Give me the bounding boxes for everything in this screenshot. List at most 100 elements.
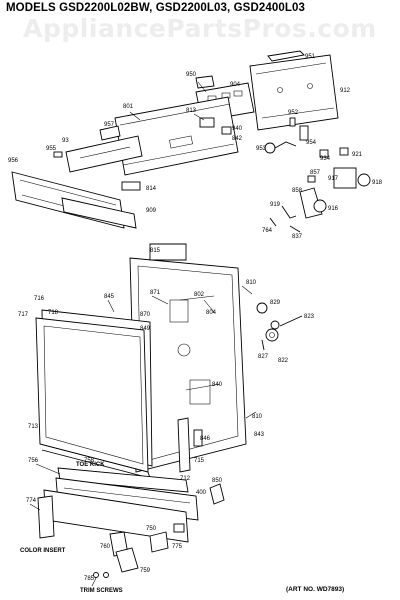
- label-764: 764: [262, 228, 273, 234]
- label-953: 953: [256, 146, 267, 152]
- rinse-aid: [189, 379, 211, 405]
- part-717-door-panel: [35, 317, 149, 473]
- label-934: 934: [320, 156, 331, 162]
- detail-circle: [277, 87, 283, 93]
- detail-circle: [307, 83, 313, 89]
- label-951: 951: [305, 54, 316, 60]
- label-917: 917: [328, 176, 339, 182]
- part-940-part: [221, 126, 232, 135]
- label-909: 909: [146, 208, 157, 214]
- watermark: AppliancePartsPros.com: [23, 14, 377, 43]
- leader-line: [107, 299, 115, 313]
- detail-line: [255, 62, 327, 75]
- dispenser: [169, 299, 189, 323]
- label-840: 840: [212, 382, 223, 388]
- part-846-part: [193, 429, 203, 447]
- part-953-knob: [264, 142, 276, 154]
- label-813: 813: [186, 108, 197, 114]
- detail-line: [19, 179, 117, 206]
- dispenser-cup: [177, 343, 191, 357]
- leader-line: [203, 299, 215, 313]
- label-801: 801: [123, 104, 134, 110]
- label-810a: 810: [246, 280, 257, 286]
- detail-line: [119, 103, 231, 126]
- part-957-part: [99, 125, 121, 141]
- label-918: 918: [372, 180, 383, 186]
- label-774: 774: [26, 498, 37, 504]
- art-number: (ART NO. WD7893): [286, 586, 345, 593]
- part-857-part: [307, 175, 316, 183]
- label-758: 758: [84, 458, 95, 464]
- part-955-part: [53, 151, 63, 158]
- label-952: 952: [288, 110, 299, 116]
- part-93-strip: [65, 135, 143, 173]
- part-756-bracket: [57, 467, 189, 493]
- label-760: 760: [100, 544, 111, 550]
- label-822: 822: [278, 358, 289, 364]
- gear-hub: [269, 332, 275, 338]
- label-400: 400: [196, 490, 207, 496]
- label-837: 837: [292, 234, 303, 240]
- part-759-part: [115, 547, 139, 573]
- label-940: 940: [232, 126, 243, 132]
- label-93: 93: [62, 138, 69, 144]
- chip: [233, 90, 243, 97]
- part-912-bracket: [249, 54, 339, 131]
- part-764-pin: [269, 217, 277, 227]
- label-823: 823: [304, 314, 315, 320]
- label-842: 842: [232, 136, 243, 142]
- label-919: 919: [270, 202, 281, 208]
- models-title: MODELS GSD2200L02BW, GSD2200L03, GSD2400…: [6, 2, 305, 14]
- part-785-screw: [103, 572, 109, 578]
- part-713-strip: [39, 443, 151, 479]
- leader-810b: [245, 411, 257, 419]
- label-810b: 810: [252, 414, 263, 420]
- leader-line: [193, 113, 205, 121]
- label-846: 846: [200, 436, 211, 442]
- label-718: 718: [48, 310, 59, 316]
- part-712-strip: [177, 417, 191, 473]
- caption-color-insert: COLOR INSERT: [20, 548, 66, 554]
- label-759: 759: [140, 568, 151, 574]
- label-912: 912: [340, 88, 351, 94]
- part-950-clip: [195, 75, 215, 89]
- label-717: 717: [18, 312, 29, 318]
- part-827-pin: [261, 339, 265, 351]
- part-921-part: [339, 147, 349, 156]
- display-window: [169, 135, 193, 149]
- part-823-head: [270, 320, 280, 330]
- label-954: 954: [306, 140, 317, 146]
- leader-line: [129, 111, 141, 121]
- part-850-trim: [209, 483, 225, 505]
- leader-line: [151, 295, 169, 305]
- label-827: 827: [258, 354, 269, 360]
- detail-line: [79, 146, 131, 159]
- leader-line: [29, 503, 41, 511]
- part-829-part: [256, 302, 268, 314]
- part-916-part: [313, 199, 327, 213]
- detail-line: [122, 143, 235, 166]
- label-716: 716: [34, 296, 45, 302]
- part-919-lever: [281, 205, 297, 219]
- label-756: 756: [28, 458, 39, 464]
- detail-line: [63, 487, 191, 504]
- part-813-switch: [199, 117, 215, 128]
- label-957: 957: [104, 122, 115, 128]
- wire-953: [274, 141, 297, 149]
- label-916: 916: [328, 206, 339, 212]
- label-921: 921: [352, 152, 363, 158]
- label-956: 956: [8, 158, 19, 164]
- leader-810: [241, 285, 253, 295]
- label-871: 871: [150, 290, 161, 296]
- part-815-vent: [149, 243, 187, 261]
- label-715: 715: [194, 458, 205, 464]
- leader-line: [35, 463, 61, 475]
- caption-toe-kick: TOE KICK: [76, 462, 105, 468]
- label-843: 843: [254, 432, 265, 438]
- label-712: 712: [180, 476, 191, 482]
- label-845: 845: [104, 294, 115, 300]
- part-909-panel: [61, 197, 137, 229]
- detail-line: [261, 107, 335, 119]
